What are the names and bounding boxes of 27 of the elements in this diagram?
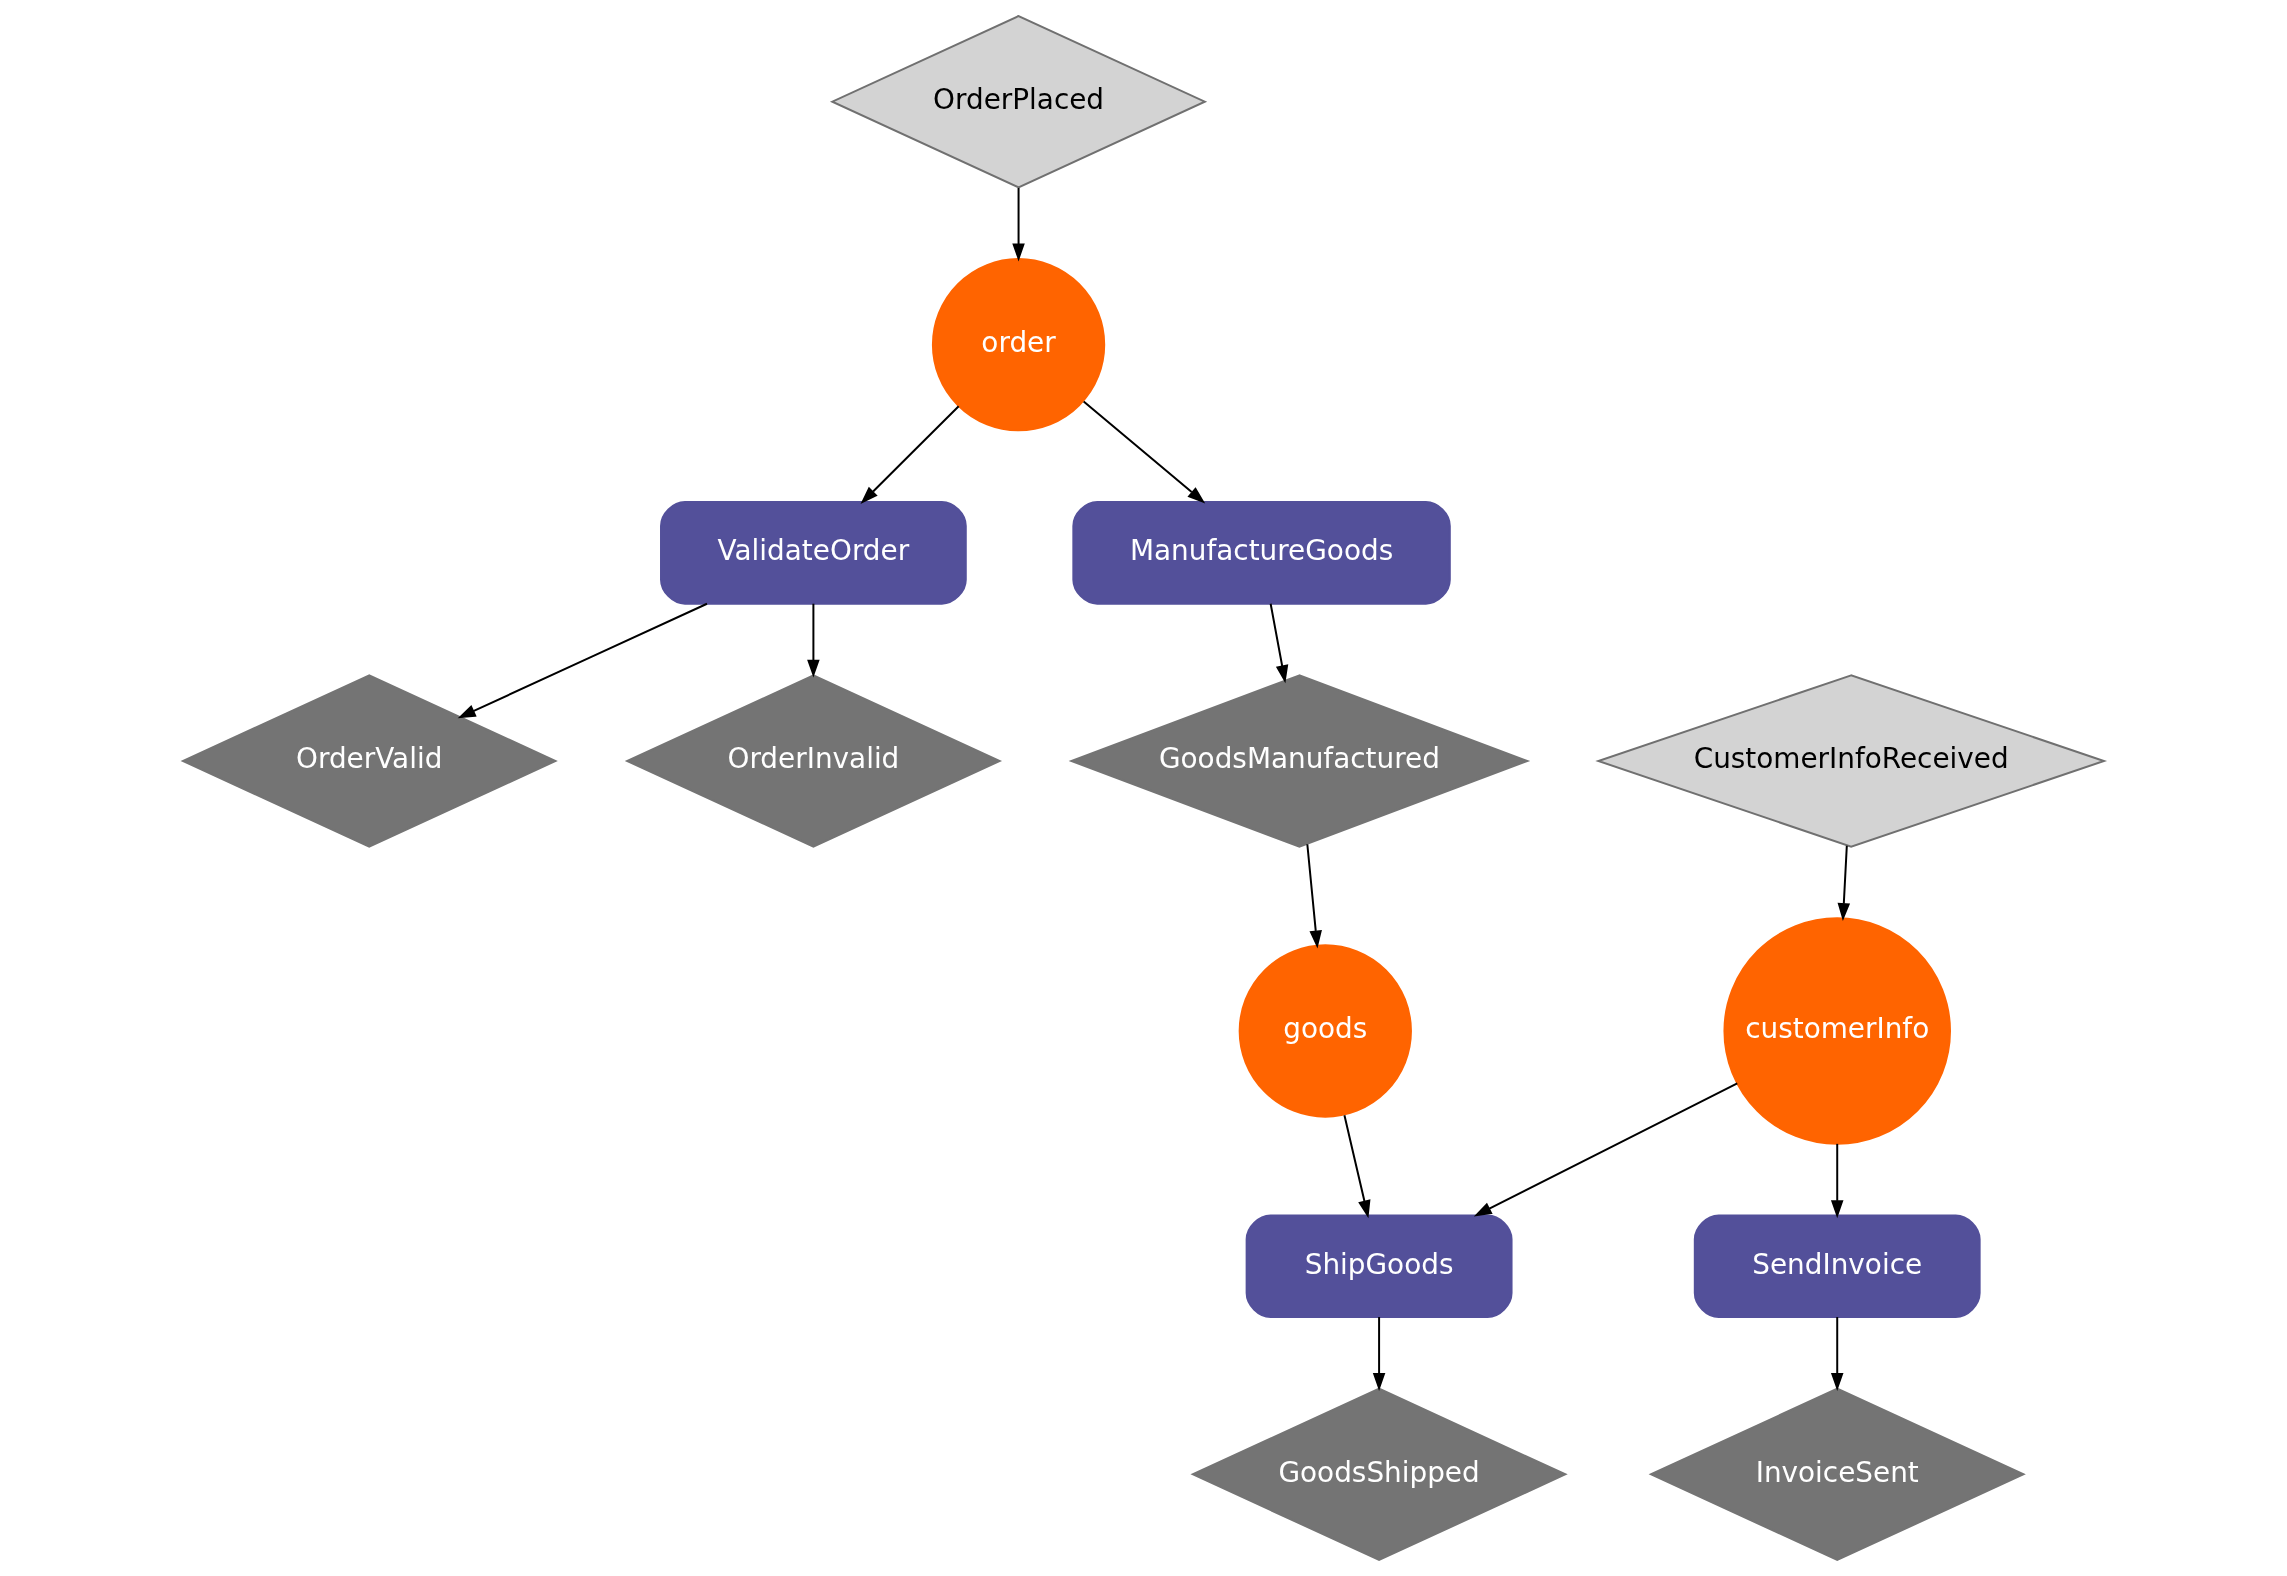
- node-diamond: OrderInvalid: [624, 674, 1003, 848]
- arrow: [1306, 843, 1322, 949]
- node-diamond: GoodsManufactured: [1068, 674, 1531, 848]
- node-diamond: InvoiceSent: [1648, 1387, 2026, 1562]
- node-circle: customerInfo: [1723, 917, 1951, 1145]
- node-diamond: CustomerInfoReceived: [1595, 674, 2108, 848]
- node-circle: order: [931, 258, 1106, 432]
- arrow: [1830, 1142, 1844, 1219]
- node-box: ValidateOrder: [660, 501, 967, 605]
- arrow: [1343, 1114, 1371, 1219]
- arrow: [1473, 1082, 1739, 1217]
- arrow: [1269, 602, 1289, 684]
- node-diamond: OrderPlaced: [829, 14, 1208, 189]
- arrow: [1830, 1316, 1844, 1391]
- node-box: SendInvoice: [1693, 1214, 1981, 1318]
- arrow: [1012, 186, 1025, 262]
- node-box: ManufactureGoods: [1072, 501, 1451, 605]
- arrow: [860, 405, 960, 504]
- arrow: [1372, 1316, 1386, 1391]
- arrow: [457, 602, 708, 719]
- node-diamond: GoodsShipped: [1190, 1387, 1568, 1562]
- arrow: [1837, 844, 1851, 921]
- node-box: ShipGoods: [1245, 1214, 1513, 1318]
- arrow: [1082, 400, 1206, 504]
- node-circle: goods: [1238, 944, 1412, 1118]
- node-diamond: OrderValid: [180, 674, 558, 848]
- arrow: [807, 602, 820, 678]
